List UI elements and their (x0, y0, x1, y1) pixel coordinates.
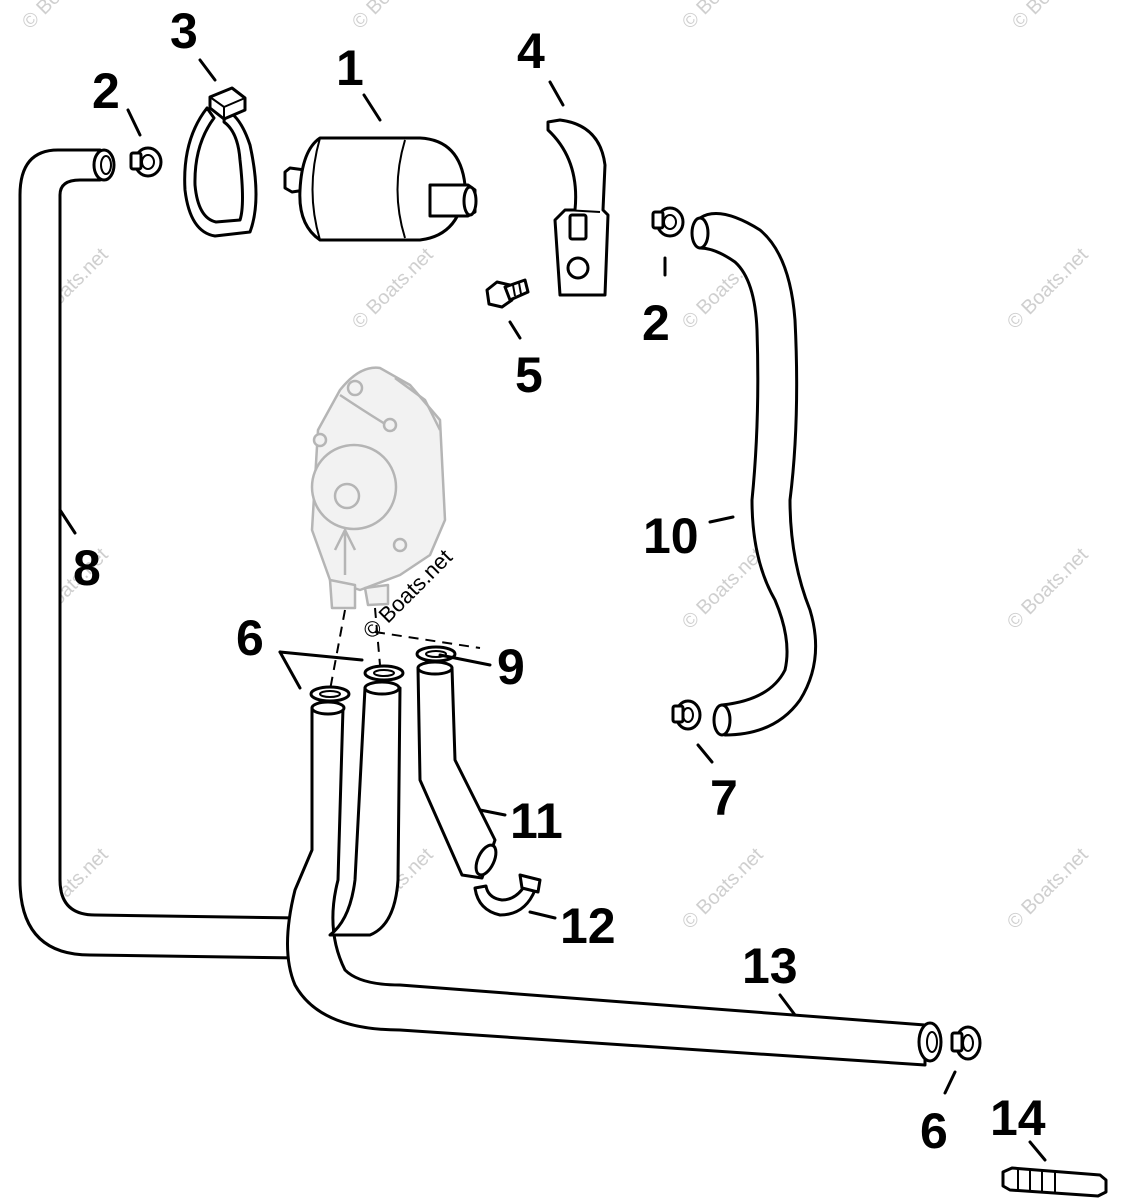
part-8-fuel-hose[interactable] (18, 148, 302, 960)
callout-10: 10 (643, 508, 699, 564)
part-4-filter-bracket[interactable] (546, 118, 610, 297)
callout-7: 7 (710, 770, 738, 826)
callout-2: 2 (92, 63, 120, 119)
part-13-fuel-hose[interactable] (286, 700, 943, 1067)
watermark-text: © Boats.net (678, 844, 768, 934)
callout-9: 9 (497, 639, 525, 695)
part-12-hose-clamp[interactable] (473, 873, 542, 917)
part-7-hose-clamp[interactable] (671, 699, 702, 731)
part-6-hose-clamps[interactable] (309, 664, 405, 703)
part-14-hose-fitting[interactable] (1001, 1166, 1108, 1198)
callout-leader-lines (58, 58, 1047, 1162)
callout-14: 14 (990, 1090, 1046, 1146)
callout-3: 3 (170, 3, 198, 59)
part-3-filter-strap[interactable] (183, 86, 258, 238)
fuel-pump-reference (310, 366, 447, 610)
part-2-hose-clamp[interactable] (651, 206, 685, 238)
part-9-hose-clamp[interactable] (415, 645, 457, 663)
callout-12: 12 (560, 898, 616, 954)
callout-13: 13 (742, 938, 798, 994)
watermark-text: © Boats.net (678, 0, 768, 34)
watermark-text: © Boats.net (1003, 544, 1093, 634)
watermark-text: © Boats.net (18, 0, 108, 34)
watermark-text: © Boats.net (1003, 244, 1093, 334)
pump-outlet-hose[interactable] (328, 680, 402, 937)
callout-6: 6 (920, 1103, 948, 1159)
part-2-hose-clamp[interactable] (129, 146, 163, 178)
callout-1: 1 (336, 40, 364, 96)
part-1-fuel-filter[interactable] (283, 136, 478, 242)
part-6-hose-clamp[interactable] (950, 1025, 982, 1061)
callout-11: 11 (510, 793, 563, 849)
callout-5: 5 (515, 347, 543, 403)
part-5-screw[interactable] (485, 278, 530, 309)
part-11-short-hose[interactable] (416, 660, 500, 880)
alignment-lines (329, 607, 481, 691)
watermark-text: © Boats.net (348, 0, 438, 34)
watermark-text: © Boats.net (348, 244, 438, 334)
watermark-text: © Boats.net (1003, 844, 1093, 934)
callout-4: 4 (517, 23, 545, 79)
watermark-text: © Boats.net (1008, 0, 1098, 34)
part-10-fuel-hose[interactable] (690, 212, 818, 737)
callout-8: 8 (73, 540, 101, 596)
callout-2: 2 (642, 295, 670, 351)
callout-numbers: 1 2 3 4 5 2 6 7 8 9 10 11 12 13 6 14 (73, 3, 1046, 1159)
callout-6: 6 (236, 610, 264, 666)
